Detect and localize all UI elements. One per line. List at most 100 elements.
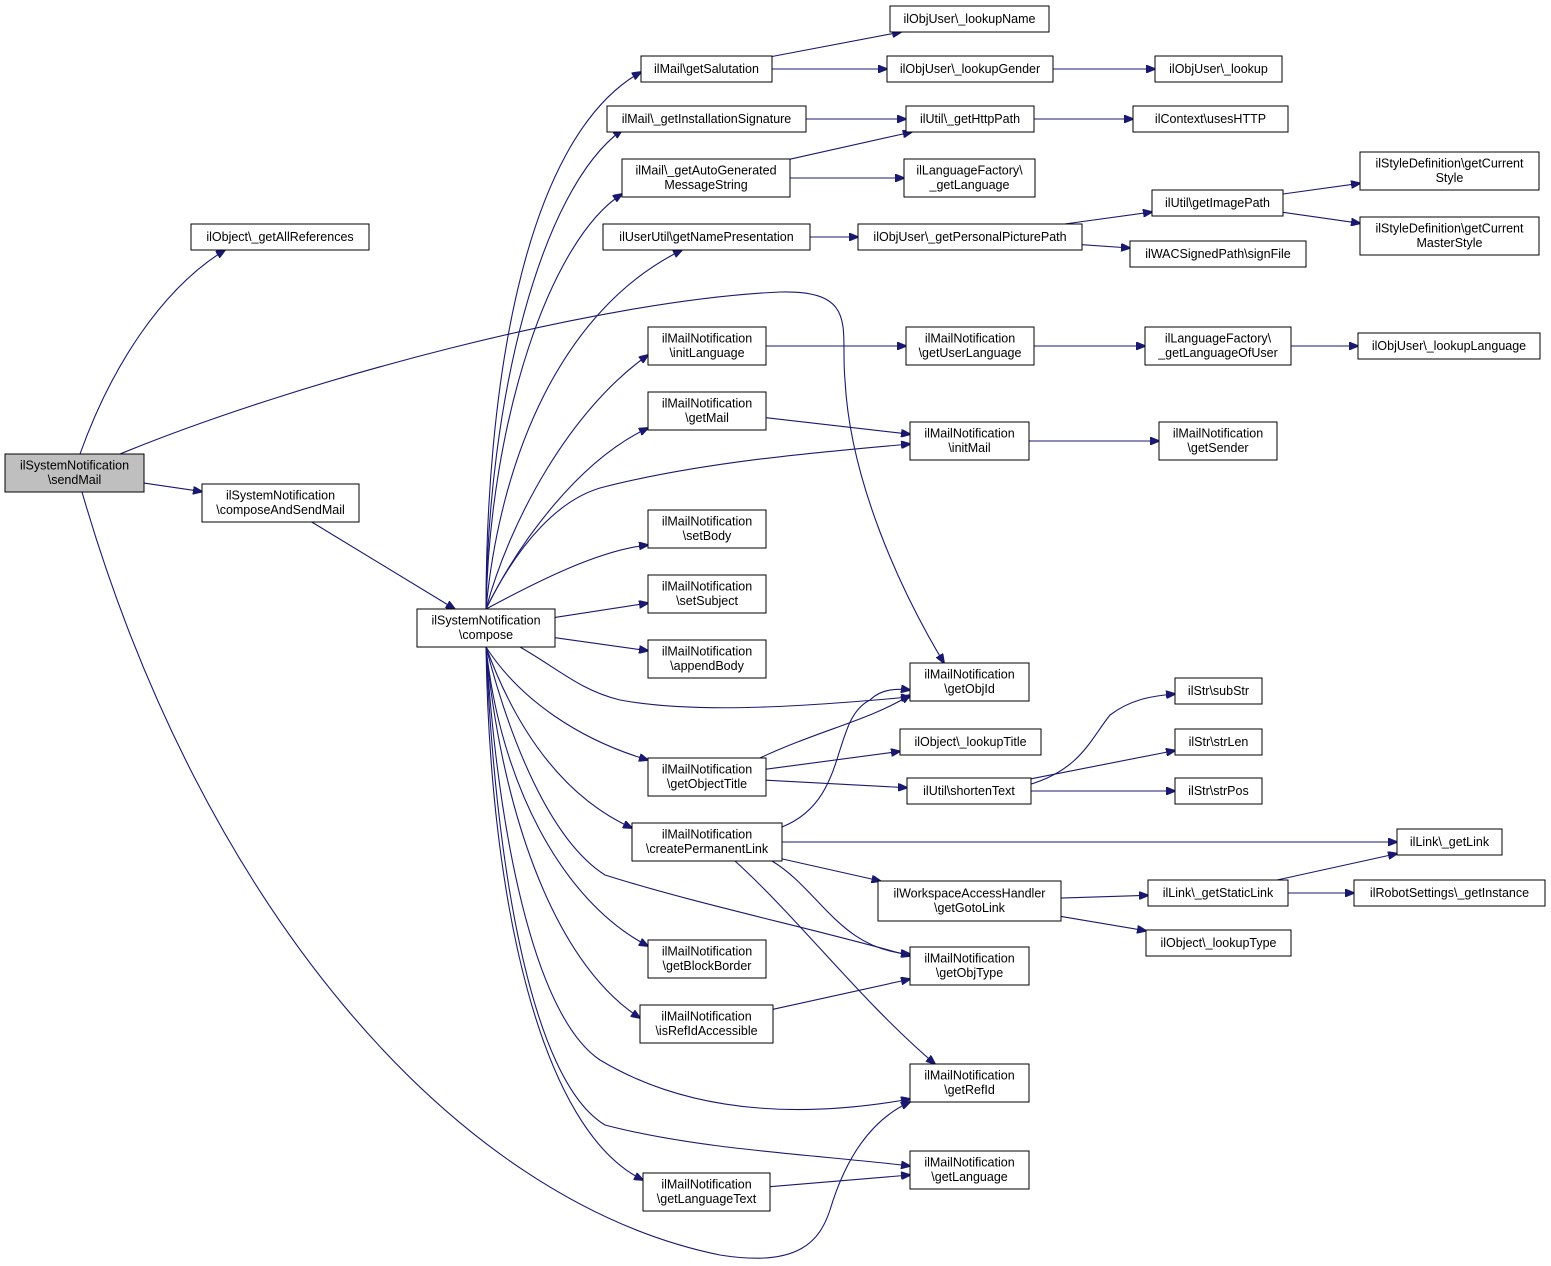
- node-getInstance[interactable]: ilRobotSettings\_getInstance: [1353, 879, 1546, 907]
- node-label: \initMail: [948, 441, 990, 455]
- node-label: ilContext\usesHTTP: [1155, 112, 1266, 126]
- node-lookupGender[interactable]: ilObjUser\_lookupGender: [886, 55, 1054, 83]
- node-label: ilMailNotification: [661, 1010, 751, 1024]
- node-label: ilObjUser\_lookup: [1169, 62, 1268, 76]
- node-composeAndSendMail[interactable]: ilSystemNotification\composeAndSendMail: [201, 483, 360, 523]
- node-getRefId[interactable]: ilMailNotification\getRefId: [909, 1063, 1030, 1103]
- node-initLanguage[interactable]: ilMailNotification\initLanguage: [647, 326, 767, 366]
- node-getLink[interactable]: ilLink\_getLink: [1396, 828, 1503, 856]
- node-strLen[interactable]: ilStr\strLen: [1174, 728, 1263, 756]
- node-lookupName[interactable]: ilObjUser\_lookupName: [889, 5, 1050, 33]
- node-label: ilStr\subStr: [1188, 684, 1249, 698]
- node-getLanguageOfUser[interactable]: ilLanguageFactory\_getLanguageOfUser: [1144, 326, 1292, 366]
- node-label: ilMail\_getAutoGenerated: [635, 164, 776, 178]
- node-setBody[interactable]: ilMailNotification\setBody: [647, 509, 767, 549]
- edge-getSalutation-to-lookupName: [771, 32, 901, 58]
- node-box: [647, 574, 767, 614]
- node-isRefIdAccessible[interactable]: ilMailNotification\isRefIdAccessible: [639, 1004, 774, 1044]
- edge-getAutoGeneratedMessageString-to-getHttpPath: [789, 132, 912, 160]
- edge-compose-to-getBlockBorder: [485, 646, 648, 946]
- node-appendBody[interactable]: ilMailNotification\appendBody: [647, 639, 767, 679]
- node-box: [1174, 677, 1263, 705]
- node-box: [647, 509, 767, 549]
- node-box: [905, 326, 1035, 366]
- edge-createPermanentLink-to-getObjType: [771, 860, 910, 954]
- node-getLanguageFactory[interactable]: ilLanguageFactory\_getLanguage: [903, 158, 1036, 198]
- node-box: [909, 946, 1030, 986]
- node-box: [201, 483, 360, 523]
- node-getUserLanguage[interactable]: ilMailNotification\getUserLanguage: [905, 326, 1035, 366]
- node-getNamePresentation[interactable]: ilUserUtil\getNamePresentation: [602, 223, 811, 251]
- node-label: ilMail\getSalutation: [654, 62, 759, 76]
- node-box: [909, 421, 1030, 461]
- edge-compose-to-getAutoGeneratedMessageString: [485, 194, 622, 610]
- node-strPos[interactable]: ilStr\strPos: [1174, 777, 1263, 805]
- node-signFile[interactable]: ilWACSignedPath\signFile: [1129, 240, 1307, 268]
- node-label: ilUtil\shortenText: [923, 784, 1015, 798]
- node-subStr[interactable]: ilStr\subStr: [1174, 677, 1263, 705]
- edge-compose-to-createPermanentLink: [485, 646, 632, 828]
- edge-getImagePath-to-getCurrentMasterStyle: [1282, 211, 1360, 223]
- edge-compose-to-getNamePresentation: [485, 250, 682, 610]
- node-label: _getLanguageOfUser: [1157, 346, 1278, 360]
- edge-compose-to-initMail: [485, 444, 910, 610]
- node-lookupType[interactable]: ilObject\_lookupType: [1145, 929, 1292, 957]
- edge-getStaticLink-to-getLink: [1276, 854, 1397, 881]
- node-box: [899, 728, 1042, 756]
- node-label: ilStyleDefinition\getCurrent: [1376, 157, 1525, 171]
- node-getHttpPath[interactable]: ilUtil\_getHttpPath: [905, 105, 1035, 133]
- node-getSender[interactable]: ilMailNotification\getSender: [1158, 421, 1278, 461]
- edge-getImagePath-to-getCurrentStyle: [1282, 183, 1360, 195]
- node-getGotoLink[interactable]: ilWorkspaceAccessHandler\getGotoLink: [877, 880, 1062, 922]
- node-setSubject[interactable]: ilMailNotification\setSubject: [647, 574, 767, 614]
- node-getBlockBorder[interactable]: ilMailNotification\getBlockBorder: [647, 939, 767, 979]
- node-getPersonalPicturePath[interactable]: ilObjUser\_getPersonalPicturePath: [857, 223, 1083, 251]
- node-usesHTTP[interactable]: ilContext\usesHTTP: [1132, 105, 1289, 133]
- node-getObjectTitle[interactable]: ilMailNotification\getObjectTitle: [647, 757, 767, 797]
- node-box: [903, 158, 1036, 198]
- node-getLanguage[interactable]: ilMailNotification\getLanguage: [909, 1150, 1030, 1190]
- node-getObjId[interactable]: ilMailNotification\getObjId: [909, 662, 1030, 702]
- node-getLanguageText[interactable]: ilMailNotification\getLanguageText: [642, 1172, 771, 1212]
- node-box: [906, 777, 1032, 805]
- node-label: ilMailNotification: [924, 427, 1014, 441]
- node-lookupLanguage[interactable]: ilObjUser\_lookupLanguage: [1357, 332, 1541, 360]
- node-box: [1144, 326, 1292, 366]
- node-label: \getGotoLink: [934, 901, 1006, 915]
- node-lookup[interactable]: ilObjUser\_lookup: [1154, 55, 1283, 83]
- node-label: _getLanguage: [929, 178, 1010, 192]
- node-box: [1359, 151, 1540, 191]
- node-label: ilObjUser\_lookupGender: [900, 62, 1040, 76]
- node-shortenText[interactable]: ilUtil\shortenText: [906, 777, 1032, 805]
- node-label: ilMailNotification: [662, 945, 752, 959]
- node-box: [1147, 879, 1289, 907]
- node-box: [1151, 189, 1284, 217]
- node-getAllReferences[interactable]: ilObject\_getAllReferences: [190, 223, 370, 251]
- node-getImagePath[interactable]: ilUtil\getImagePath: [1151, 189, 1284, 217]
- node-lookupTitle[interactable]: ilObject\_lookupTitle: [899, 728, 1042, 756]
- edge-getObjectTitle-to-shortenText: [765, 779, 907, 788]
- node-box: [647, 391, 767, 431]
- node-getObjType[interactable]: ilMailNotification\getObjType: [909, 946, 1030, 986]
- node-initMail[interactable]: ilMailNotification\initMail: [909, 421, 1030, 461]
- node-label: \sendMail: [48, 473, 102, 487]
- node-label: \getUserLanguage: [919, 346, 1022, 360]
- edge-compose-to-setBody: [485, 545, 648, 610]
- node-box: [190, 223, 370, 251]
- node-getSalutation[interactable]: ilMail\getSalutation: [640, 55, 773, 83]
- node-box: [602, 223, 811, 251]
- node-label: \appendBody: [670, 659, 744, 673]
- edge-compose-to-isRefIdAccessible: [485, 646, 640, 1018]
- node-box: [857, 223, 1083, 251]
- node-getStaticLink[interactable]: ilLink\_getStaticLink: [1147, 879, 1289, 907]
- edge-getGotoLink-to-lookupType: [1060, 915, 1146, 930]
- node-getMail[interactable]: ilMailNotification\getMail: [647, 391, 767, 431]
- edge-getPersonalPicturePath-to-signFile: [1081, 245, 1130, 248]
- node-compose[interactable]: ilSystemNotification\compose: [416, 608, 556, 648]
- node-getInstallationSignature[interactable]: ilMail\_getInstallationSignature: [606, 105, 807, 133]
- node-createPermanentLink[interactable]: ilMailNotification\createPermanentLink: [631, 822, 783, 862]
- node-label: \getLanguage: [931, 1170, 1008, 1184]
